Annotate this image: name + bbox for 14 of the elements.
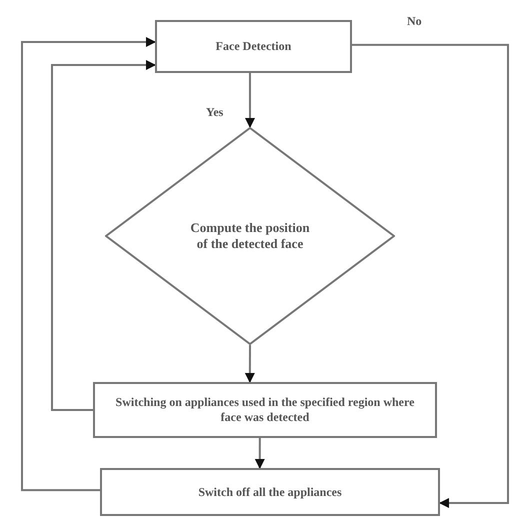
node-text: Switch off all the appliances [197,484,343,500]
arrow [245,73,255,128]
node-text: Face Detection [214,39,292,54]
node-text: Switching on appliances used in the specified region where face was detected [114,395,416,425]
process-box [155,20,352,73]
arrow [21,37,156,492]
arrow [51,60,156,411]
process-box [93,382,437,438]
node-text: Compute the position of the detected face [190,220,310,252]
arrow [254,438,265,469]
arrow [244,345,255,383]
process-box [100,468,440,516]
arrow [352,44,509,508]
decision-diamond [105,127,395,345]
